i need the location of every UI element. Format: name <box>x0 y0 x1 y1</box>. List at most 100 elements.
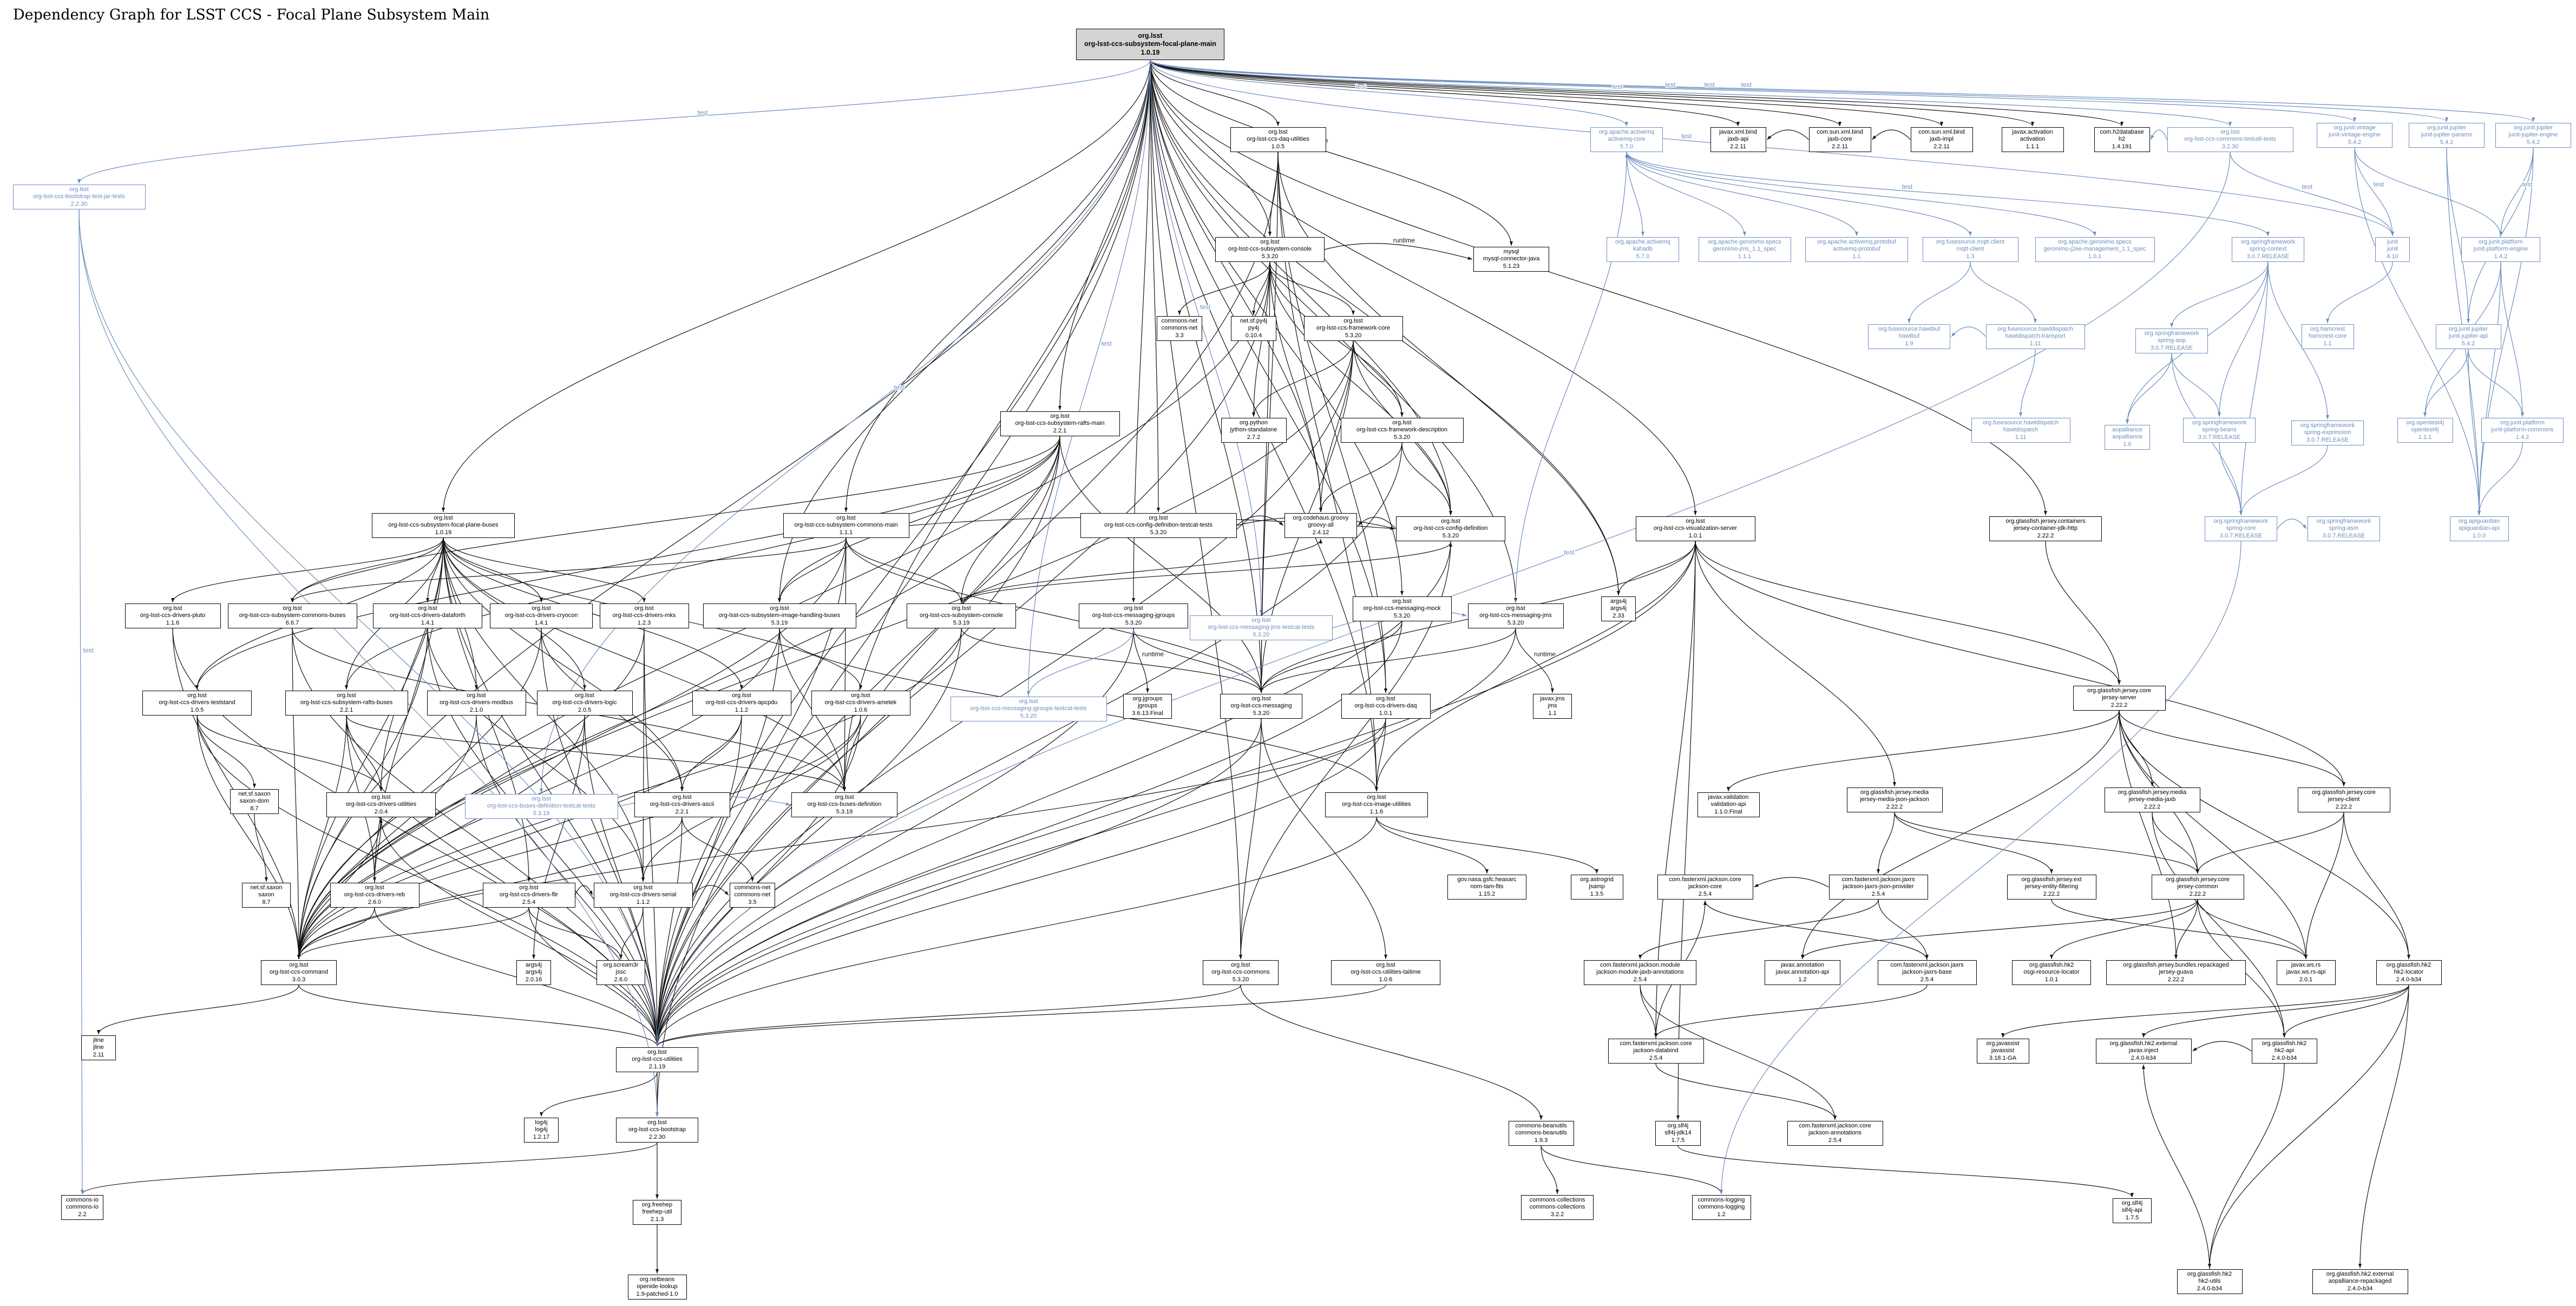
node-group: org.lsst <box>1231 961 1250 968</box>
edge-modbus-command <box>297 715 477 960</box>
edge-imgutil-nomtamfits <box>1376 817 1489 874</box>
edge-apcpdu-command <box>297 715 742 960</box>
edge-saxondom-saxon <box>254 813 268 882</box>
node-version: 1.4.1 <box>421 619 435 626</box>
edge-main-junit410 <box>1150 60 2394 237</box>
edge-console520-commonsnet33 <box>1178 261 1270 316</box>
node-version: 1.2.3 <box>637 619 651 626</box>
node-version: 3.0.7.RELEASE <box>2306 436 2349 443</box>
edge-jacksonmodjaxb-jacksonannotations <box>1640 985 1837 1120</box>
edge-jerseyserver-jerseyclient <box>2119 710 2345 787</box>
node-group: org.lsst <box>283 605 302 612</box>
node-version: 2.0.4 <box>374 808 388 815</box>
node-group: jline <box>93 1036 104 1044</box>
node-artifact: org-lsst-ccs-config-definition-testcat-t… <box>1104 522 1212 529</box>
edge-fwdesc-groovy <box>1319 442 1402 513</box>
node-artifact: jersey-media-jaxb <box>2128 796 2176 803</box>
node-artifact: commons-logging <box>1697 1204 1745 1211</box>
edge-raftsbuses-command <box>297 715 347 960</box>
node-artifact: saxon-dom <box>239 798 270 805</box>
node-artifact: groovy-all <box>1308 522 1334 529</box>
node-artifact: hawtbuf <box>1898 333 1920 340</box>
node-group: org.junit.platform <box>2479 238 2523 245</box>
node-group: org.lsst <box>371 793 391 800</box>
node-group: org.lsst <box>1019 698 1038 705</box>
node-version: 3.0.7.RELEASE <box>2219 532 2263 539</box>
edge-logic-command <box>297 715 585 960</box>
node-artifact: org-lsst-ccs-messaging-jms <box>1479 612 1552 619</box>
node-artifact: spring-expression <box>2304 429 2351 436</box>
node-version: 1.3.5 <box>1590 890 1604 897</box>
edge-jupiterapi-platformcommons <box>2468 349 2524 417</box>
edge-label-main-junit410: test <box>1681 133 1692 140</box>
edge-ametek-command <box>297 715 861 960</box>
node-version: 3.0.3 <box>292 976 306 983</box>
edge-main-jaxbapi <box>1150 60 1740 127</box>
node-version: 6.6.7 <box>285 619 299 626</box>
node-group: javax.validation <box>1708 793 1749 800</box>
node-group: org.springframework <box>2192 419 2247 426</box>
node-version: 1.0.1 <box>1379 710 1393 717</box>
node-artifact: activemq-core <box>1608 136 1646 143</box>
edge-platformengine-platformcommons <box>2500 261 2524 417</box>
node-group: org.glassfish.jersey.ext <box>2021 876 2082 883</box>
edge-jaxrsbase-jacksondatabind <box>1654 985 1928 1038</box>
node-version: 5.3.20 <box>1442 532 1459 539</box>
node-artifact: jaxb-core <box>1827 136 1852 143</box>
node-artifact: javax.ws.rs-api <box>2286 969 2326 976</box>
edge-hawtdtrans-hawtdispatch <box>2019 349 2036 417</box>
node-artifact: org-lsst-ccs-messaging <box>1230 703 1292 710</box>
node-group: org.lsst <box>289 961 309 968</box>
node-group: org.lsst <box>163 605 182 612</box>
edge-label-msgjms-jms: runtime <box>1534 651 1556 658</box>
edge-main-bootstrap <box>656 60 1151 1117</box>
node-version: 1.0.6 <box>854 706 868 713</box>
edge-vizserver-jmjackson <box>1695 541 1896 787</box>
node-version: 2.4.0-b34 <box>2396 976 2422 983</box>
node-version: 2.4.0-b34 <box>2347 1285 2373 1292</box>
edge-label-testutil-utilities: test <box>1564 548 1575 556</box>
edge-daqutil-console520 <box>1268 152 1279 237</box>
node-group: org.glassfish.jersey.core <box>2087 687 2151 694</box>
node-group: commons-beanutils <box>1515 1122 1567 1129</box>
node-group: org.lsst <box>1392 598 1412 605</box>
node-group: org.apache.geronimo.specs <box>1708 238 1781 245</box>
node-version: 2.22.2 <box>1886 803 1903 810</box>
edge-raftsbuses-busesdef <box>346 715 846 792</box>
node-version: 2.1.19 <box>648 1063 666 1070</box>
node-group: org.junit.vintage <box>2334 124 2376 131</box>
edge-fwcore-fwdesc <box>1353 340 1404 417</box>
node-artifact: jersey-guava <box>2159 969 2193 976</box>
node-artifact: junit-platform-engine <box>2473 246 2528 253</box>
node-version: 2.11 <box>93 1051 104 1058</box>
node-version: 1.1.1 <box>839 529 853 536</box>
edge-label-jengine-platformengine: test <box>2522 180 2533 188</box>
node-version: 2.5.4 <box>1871 890 1885 897</box>
edge-hawtdtrans-hawtbuf <box>1951 326 1986 337</box>
edge-fwcore-jython <box>1252 340 1354 417</box>
edge-jerseycommon-jerseyguava <box>2174 899 2198 960</box>
node-version: 1.2 <box>1798 976 1807 983</box>
